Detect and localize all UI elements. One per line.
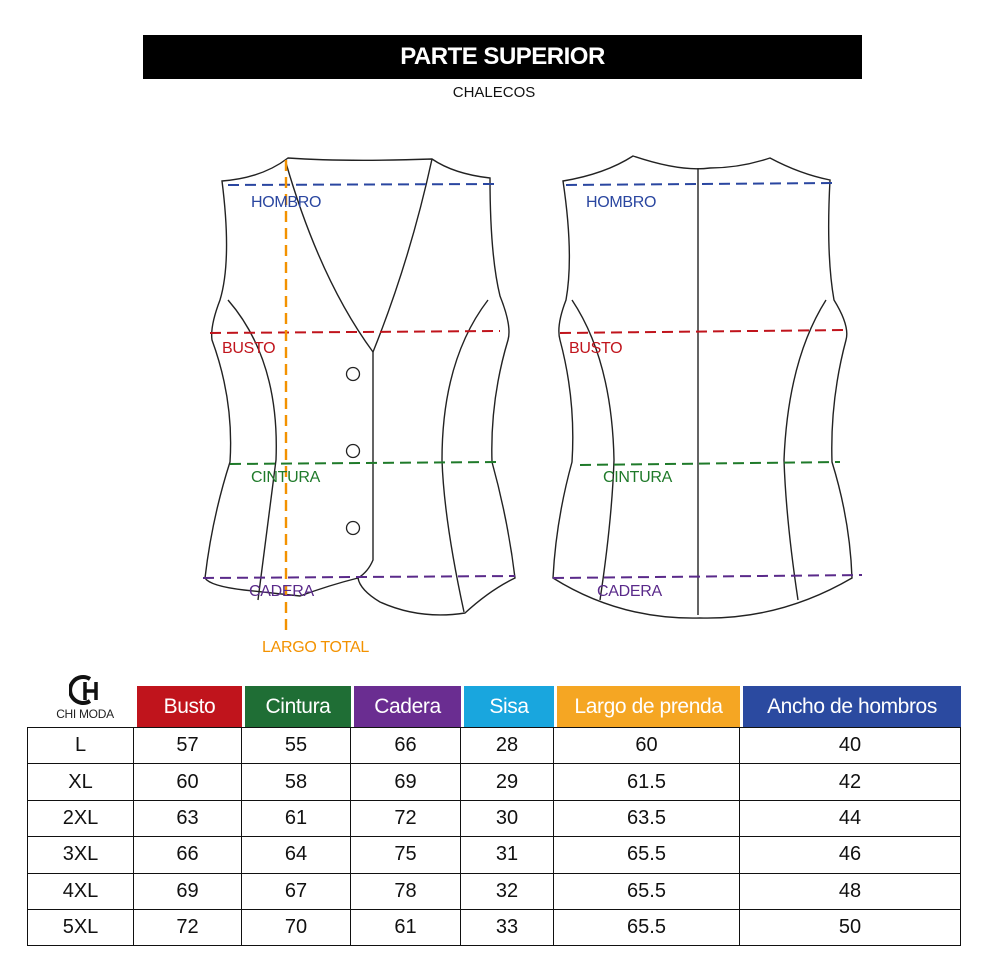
size-table: L 57 55 66 28 60 40 XL 60 58 69 29 61.5 … — [27, 726, 961, 947]
back-measure-lines — [552, 182, 863, 579]
size-cell: L — [27, 726, 134, 765]
table-cell: 50 — [739, 908, 961, 947]
table-cell: 65.5 — [553, 872, 740, 910]
hombro-line — [565, 182, 835, 186]
table-row: XL 60 58 69 29 61.5 42 — [27, 763, 961, 801]
header-ancho-de-hombros: Ancho de hombros — [743, 686, 961, 727]
size-cell: 4XL — [27, 872, 134, 910]
table-cell: 75 — [350, 836, 461, 874]
table-cell: 29 — [460, 763, 554, 801]
header-largo-de-prenda: Largo de prenda — [557, 686, 740, 727]
table-cell: 46 — [739, 836, 961, 874]
page-subtitle: CHALECOS — [452, 84, 536, 101]
front-vest-outline — [204, 157, 516, 616]
header-cintura: Cintura — [245, 686, 351, 727]
back-hombro-label: HOMBRO — [586, 194, 657, 211]
busto-line — [209, 330, 501, 334]
table-cell: 63 — [133, 799, 242, 838]
back-cintura-label: CINTURA — [603, 469, 673, 486]
table-cell: 60 — [553, 726, 740, 765]
front-busto-label: BUSTO — [222, 340, 276, 357]
table-cell: 63.5 — [553, 799, 740, 838]
table-cell: 33 — [460, 908, 554, 947]
table-row: 3XL 66 64 75 31 65.5 46 — [27, 836, 961, 874]
table-cell: 65.5 — [553, 836, 740, 874]
button-icon — [345, 443, 361, 459]
front-measure-lines — [202, 160, 516, 632]
cintura-line — [579, 461, 841, 466]
table-cell: 61 — [241, 799, 351, 838]
table-cell: 72 — [133, 908, 242, 947]
table-cell: 31 — [460, 836, 554, 874]
size-cell: 5XL — [27, 908, 134, 947]
table-row: 2XL 63 61 72 30 63.5 44 — [27, 799, 961, 838]
header-cadera: Cadera — [354, 686, 461, 727]
table-row: L 57 55 66 28 60 40 — [27, 726, 961, 765]
size-cell: XL — [27, 763, 134, 801]
header-sisa: Sisa — [464, 686, 554, 727]
back-vest-outline — [552, 155, 853, 619]
front-buttons — [345, 366, 361, 536]
table-cell: 66 — [133, 836, 242, 874]
table-cell: 40 — [739, 726, 961, 765]
table-cell: 28 — [460, 726, 554, 765]
size-cell: 2XL — [27, 799, 134, 838]
header-busto: Busto — [137, 686, 242, 727]
hombro-line — [227, 183, 499, 186]
table-cell: 58 — [241, 763, 351, 801]
busto-line — [559, 329, 849, 334]
button-icon — [345, 366, 361, 382]
table-cell: 69 — [350, 763, 461, 801]
front-hombro-label: HOMBRO — [251, 194, 322, 211]
table-cell: 32 — [460, 872, 554, 910]
cadera-line — [202, 575, 516, 579]
logo-text: CHI MODA — [56, 707, 114, 721]
table-cell: 72 — [350, 799, 461, 838]
table-cell: 61.5 — [553, 763, 740, 801]
table-cell: 78 — [350, 872, 461, 910]
back-busto-label: BUSTO — [569, 340, 623, 357]
button-icon — [345, 520, 361, 536]
table-cell: 61 — [350, 908, 461, 947]
table-cell: 55 — [241, 726, 351, 765]
table-row: 4XL 69 67 78 32 65.5 48 — [27, 872, 961, 910]
table-cell: 48 — [739, 872, 961, 910]
cintura-line — [229, 461, 501, 465]
page-title: PARTE SUPERIOR — [143, 35, 862, 79]
table-cell: 42 — [739, 763, 961, 801]
table-cell: 66 — [350, 726, 461, 765]
table-cell: 60 — [133, 763, 242, 801]
table-row: 5XL 72 70 61 33 65.5 50 — [27, 908, 961, 947]
size-cell: 3XL — [27, 836, 134, 874]
table-cell: 67 — [241, 872, 351, 910]
table-cell: 30 — [460, 799, 554, 838]
table-cell: 64 — [241, 836, 351, 874]
front-cintura-label: CINTURA — [251, 469, 321, 486]
vest-diagram — [202, 155, 863, 632]
chimoda-logo: CHI MODA — [45, 674, 125, 724]
table-cell: 70 — [241, 908, 351, 947]
front-cadera-label: CADERA — [249, 583, 314, 600]
table-cell: 69 — [133, 872, 242, 910]
table-cell: 57 — [133, 726, 242, 765]
chimoda-logo-icon — [69, 675, 98, 705]
largo-total-label: LARGO TOTAL — [262, 639, 369, 656]
back-cadera-label: CADERA — [597, 583, 662, 600]
table-cell: 65.5 — [553, 908, 740, 947]
table-cell: 44 — [739, 799, 961, 838]
cadera-line — [552, 574, 863, 579]
